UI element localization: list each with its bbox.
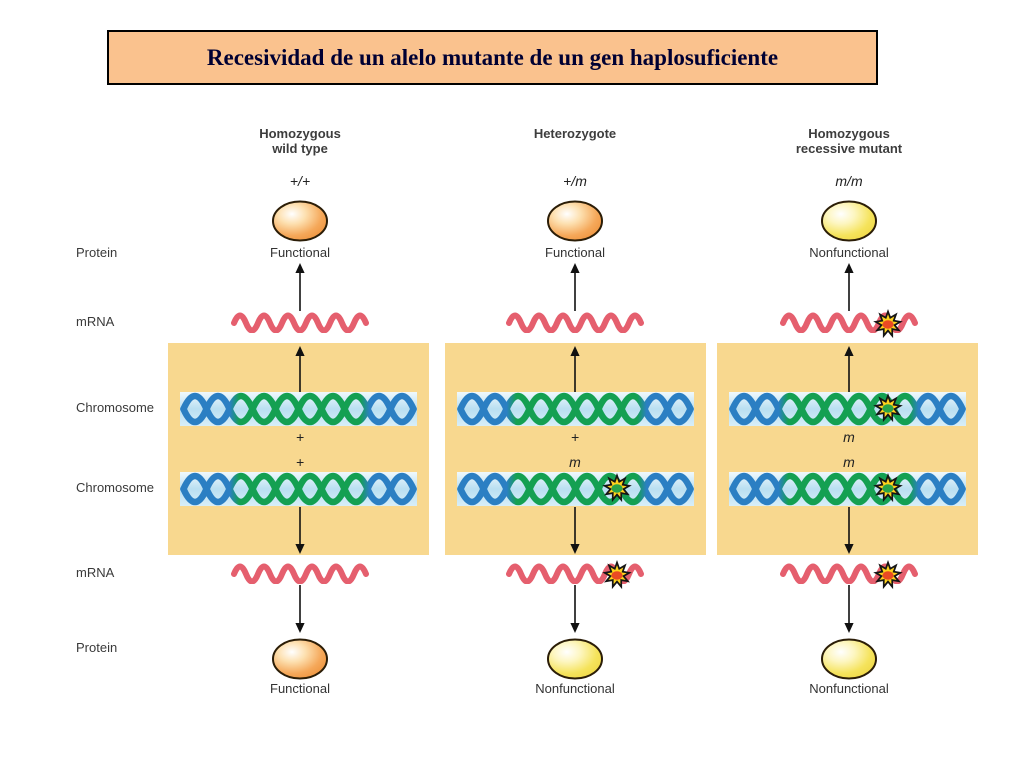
chromosome-band bbox=[457, 472, 694, 506]
column-header: Homozygous wild type bbox=[200, 126, 400, 156]
column-header-line2: recessive mutant bbox=[795, 141, 903, 156]
allele-label-bottom: + bbox=[295, 454, 305, 470]
panel-wild-type bbox=[168, 343, 429, 555]
chromosome-band bbox=[180, 392, 417, 426]
column-header-line1: Homozygous bbox=[259, 126, 341, 141]
arrow-down-icon bbox=[295, 507, 305, 554]
arrow-down-icon bbox=[295, 585, 305, 633]
protein-state-label: Functional bbox=[270, 245, 330, 260]
row-label-protein-top: Protein bbox=[76, 245, 118, 260]
arrow-up-icon bbox=[844, 346, 854, 392]
protein-oval-functional-icon bbox=[272, 200, 328, 242]
dna-helix-icon bbox=[180, 472, 417, 506]
row-label-chromosome-top: Chromosome bbox=[76, 400, 155, 415]
allele-label-bottom: m bbox=[569, 454, 581, 470]
mutation-burst-icon bbox=[873, 473, 903, 503]
protein-state-label: Functional bbox=[545, 245, 605, 260]
protein-oval-nonfunctional-icon bbox=[547, 638, 603, 680]
protein-state-label: Nonfunctional bbox=[535, 681, 615, 696]
column-header: Heterozygote bbox=[475, 126, 675, 141]
arrow-down-icon bbox=[844, 585, 854, 633]
genotype-label: m/m bbox=[835, 173, 863, 189]
protein-state-label: Functional bbox=[270, 681, 330, 696]
arrow-down-icon bbox=[844, 507, 854, 554]
slide-title: Recesividad de un alelo mutante de un ge… bbox=[107, 30, 878, 85]
protein-oval-nonfunctional-icon bbox=[821, 200, 877, 242]
chromosome-band bbox=[729, 472, 966, 506]
mutation-burst-icon bbox=[602, 560, 632, 590]
allele-label-top: + bbox=[295, 429, 305, 445]
row-label-mrna-bottom: mRNA bbox=[76, 565, 115, 580]
mrna-wave-icon bbox=[505, 309, 645, 333]
dna-helix-icon bbox=[180, 392, 417, 426]
mutation-burst-icon bbox=[602, 473, 632, 503]
row-label-chromosome-bottom: Chromosome bbox=[76, 480, 155, 495]
arrow-up-icon bbox=[570, 263, 580, 311]
panel-recessive-mutant bbox=[717, 343, 978, 555]
dna-helix-icon bbox=[457, 472, 694, 506]
mutation-burst-icon bbox=[873, 393, 903, 423]
protein-oval-functional-icon bbox=[547, 200, 603, 242]
mutation-burst-icon bbox=[873, 560, 903, 590]
column-header-line2: wild type bbox=[272, 141, 328, 156]
dna-helix-icon bbox=[729, 392, 966, 426]
arrow-up-icon bbox=[844, 263, 854, 311]
protein-oval-functional-icon bbox=[272, 638, 328, 680]
arrow-up-icon bbox=[295, 263, 305, 311]
mutation-burst-icon bbox=[873, 309, 903, 339]
protein-oval-nonfunctional-icon bbox=[821, 638, 877, 680]
genotype-label: +/m bbox=[563, 173, 587, 189]
allele-label-top: + bbox=[570, 429, 580, 445]
allele-label-top: m bbox=[843, 429, 855, 445]
dna-helix-icon bbox=[729, 472, 966, 506]
allele-label-bottom: m bbox=[843, 454, 855, 470]
column-header-line1: Heterozygote bbox=[533, 126, 617, 141]
chromosome-band bbox=[729, 392, 966, 426]
column-header: Homozygous recessive mutant bbox=[749, 126, 949, 156]
chromosome-band bbox=[180, 472, 417, 506]
arrow-up-icon bbox=[295, 346, 305, 392]
chromosome-band bbox=[457, 392, 694, 426]
arrow-down-icon bbox=[570, 507, 580, 554]
column-header-line1: Homozygous bbox=[808, 126, 890, 141]
genotype-label: +/+ bbox=[289, 173, 311, 189]
mrna-wave-icon bbox=[230, 560, 370, 584]
row-label-protein-bottom: Protein bbox=[76, 640, 118, 655]
mrna-wave-icon bbox=[230, 309, 370, 333]
protein-state-label: Nonfunctional bbox=[809, 245, 889, 260]
dna-helix-icon bbox=[457, 392, 694, 426]
arrow-down-icon bbox=[570, 585, 580, 633]
protein-state-label: Nonfunctional bbox=[809, 681, 889, 696]
arrow-up-icon bbox=[570, 346, 580, 392]
row-label-mrna-top: mRNA bbox=[76, 314, 115, 329]
